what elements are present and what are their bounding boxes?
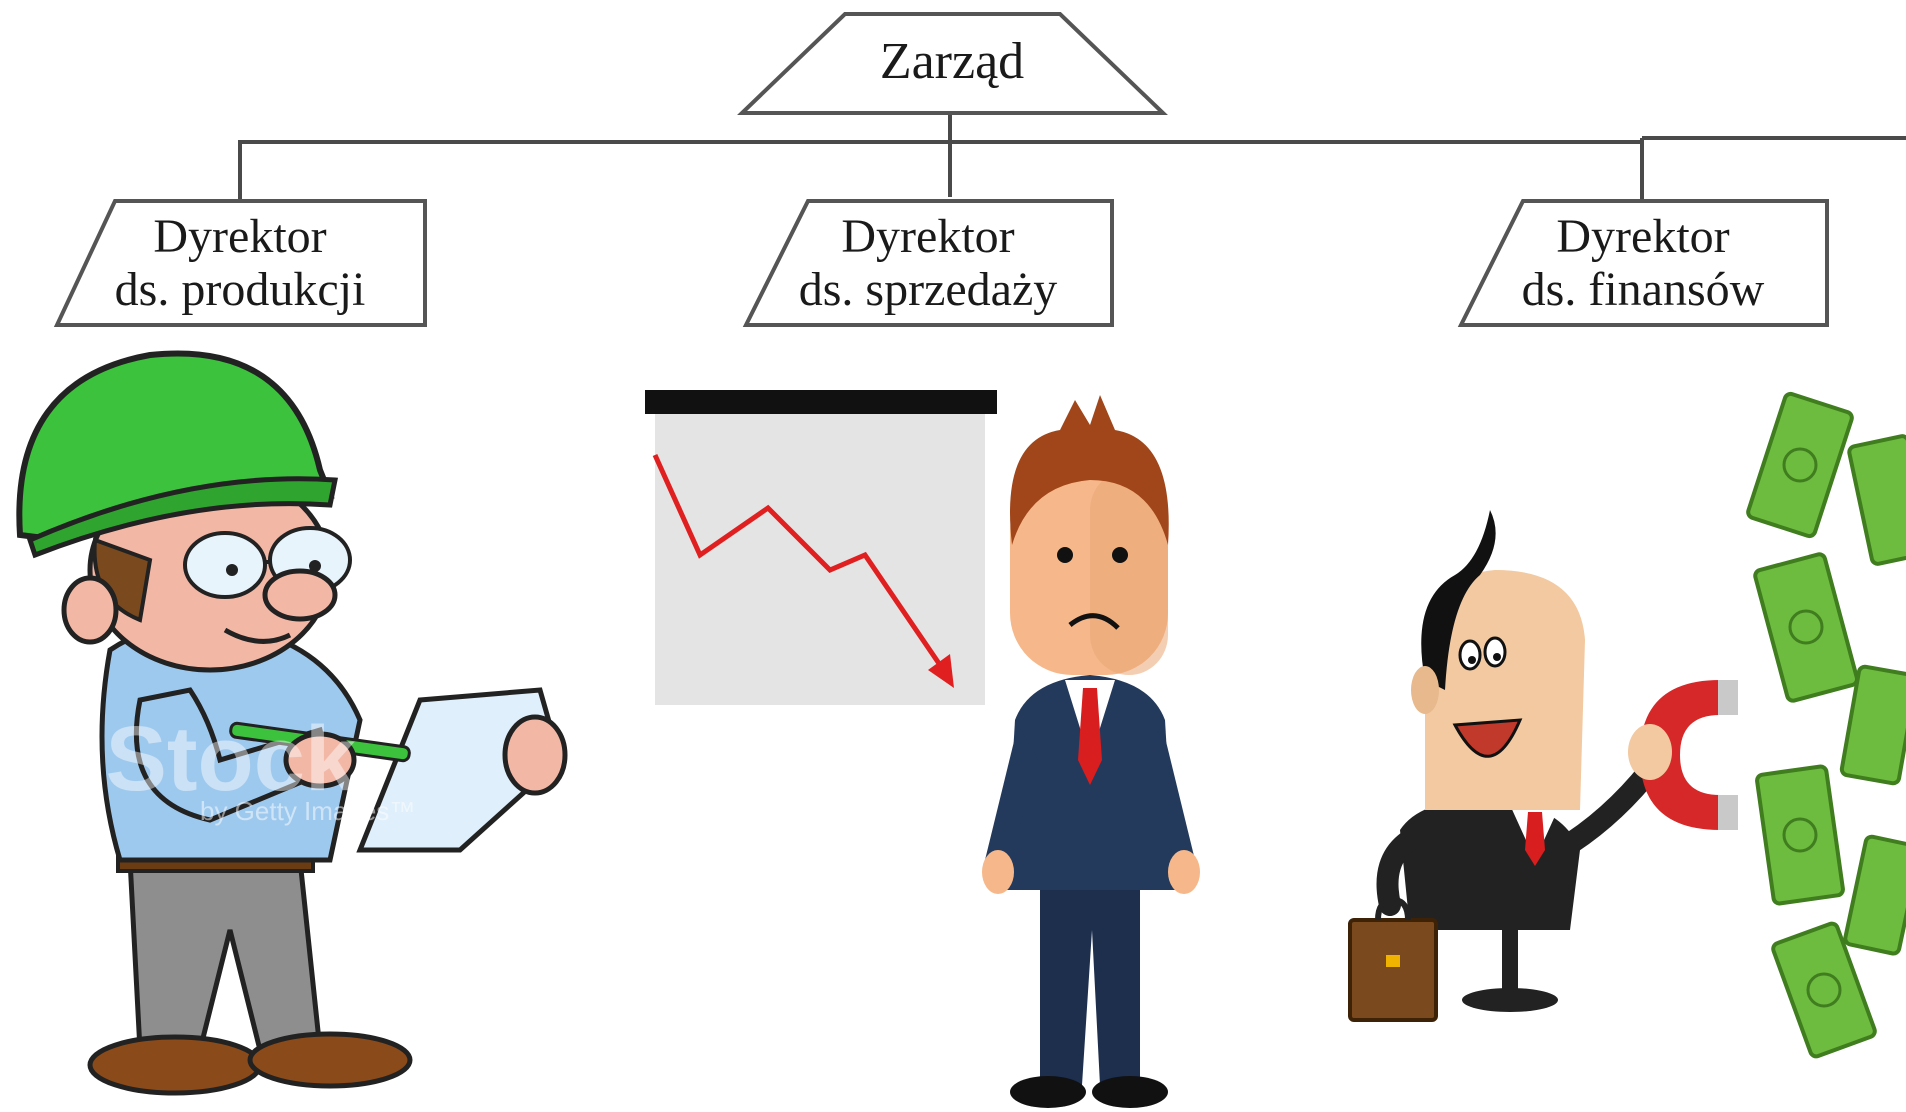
node-production: Dyrektor ds. produkcji xyxy=(53,199,427,327)
finance-man-briefcase xyxy=(1348,918,1438,1022)
node-sales-shape xyxy=(742,199,1114,327)
money-bill xyxy=(1753,552,1860,703)
finance-director-illustration xyxy=(1348,391,1906,1059)
finance-man-magnet-tip-bottom xyxy=(1718,795,1738,830)
worker-nose xyxy=(262,568,338,622)
node-sales-line1: Dyrektor xyxy=(841,210,1014,263)
connector-lines xyxy=(238,115,1906,201)
sales-chart-line xyxy=(652,453,943,667)
root-node: Zarząd xyxy=(737,12,1168,115)
worker-hand-right xyxy=(502,714,568,796)
worker-helmet-brim xyxy=(26,476,339,559)
worker-shoe-left xyxy=(87,1034,263,1096)
sales-man-eye-left xyxy=(1057,547,1073,563)
finance-man-ear xyxy=(1411,666,1439,714)
production-director-illustration: iStock by Getty Images™ xyxy=(16,350,568,1096)
istock-watermark-sub: by Getty Images™ xyxy=(200,796,415,826)
sales-man-hand-right xyxy=(1168,850,1200,894)
money-bill xyxy=(1847,434,1906,566)
sales-man-eye-right xyxy=(1112,547,1128,563)
sales-man-arm-left xyxy=(985,725,1038,862)
money-bill xyxy=(1843,834,1906,956)
money-bills xyxy=(1746,391,1906,1059)
finance-man-eye-right xyxy=(1483,636,1507,668)
worker-ear xyxy=(61,575,119,645)
node-finance-line1: Dyrektor xyxy=(1556,210,1729,263)
finance-man-arm-right xyxy=(1549,759,1661,861)
sales-man-hair xyxy=(1010,395,1169,545)
sales-director-illustration xyxy=(645,390,1200,1108)
root-node-label: Zarząd xyxy=(880,33,1024,90)
sales-chart-board-top xyxy=(645,390,997,414)
worker-glasses xyxy=(183,526,352,599)
money-bill-circles xyxy=(1782,447,1842,1008)
finance-man-magnet xyxy=(1640,680,1720,830)
money-bill xyxy=(1771,921,1877,1059)
node-finance-line2: ds. finansów xyxy=(1522,263,1765,316)
istock-watermark: iStock xyxy=(80,708,357,810)
node-sales-line2: ds. sprzedaży xyxy=(799,263,1058,316)
worker-shoe-right xyxy=(247,1031,413,1089)
sales-man-tie xyxy=(1078,688,1102,785)
node-sales: Dyrektor ds. sprzedaży xyxy=(742,199,1114,327)
sales-man-frown xyxy=(1068,613,1120,630)
sales-man-hand-left xyxy=(982,850,1014,894)
node-production-line2: ds. produkcji xyxy=(115,263,366,316)
finance-man-eye-left xyxy=(1458,639,1482,671)
worker-hand-left xyxy=(283,731,357,789)
sales-man-legs xyxy=(1040,870,1140,1085)
sales-chart-arrow xyxy=(928,654,954,688)
finance-man-briefcase-handle xyxy=(1375,896,1411,921)
node-production-shape xyxy=(53,199,427,327)
worker-legs xyxy=(127,857,323,1053)
money-bill xyxy=(1839,664,1906,786)
root-node-shape xyxy=(737,12,1168,115)
node-finance-shape xyxy=(1457,199,1829,327)
sales-man-shoe-right xyxy=(1092,1076,1168,1108)
finance-man-hand xyxy=(1628,724,1672,780)
sales-man-shoe-left xyxy=(1010,1076,1086,1108)
finance-man-head xyxy=(1425,570,1585,810)
node-finance: Dyrektor ds. finansów xyxy=(1457,199,1829,327)
finance-man-hair xyxy=(1421,510,1496,690)
sales-man-arm-right xyxy=(1142,725,1195,862)
finance-man-briefcase-lock xyxy=(1386,955,1400,967)
finance-man-shoe xyxy=(1462,988,1558,1012)
finance-man-arm-left xyxy=(1376,829,1421,916)
money-bill xyxy=(1755,764,1845,906)
worker-arm xyxy=(133,687,333,823)
node-production-line1: Dyrektor xyxy=(153,210,326,263)
finance-man-tie xyxy=(1525,812,1545,866)
finance-man-magnet-tip-top xyxy=(1718,680,1738,715)
worker-smile xyxy=(223,627,292,644)
finance-man-smile xyxy=(1452,718,1523,758)
money-bill xyxy=(1746,391,1854,539)
